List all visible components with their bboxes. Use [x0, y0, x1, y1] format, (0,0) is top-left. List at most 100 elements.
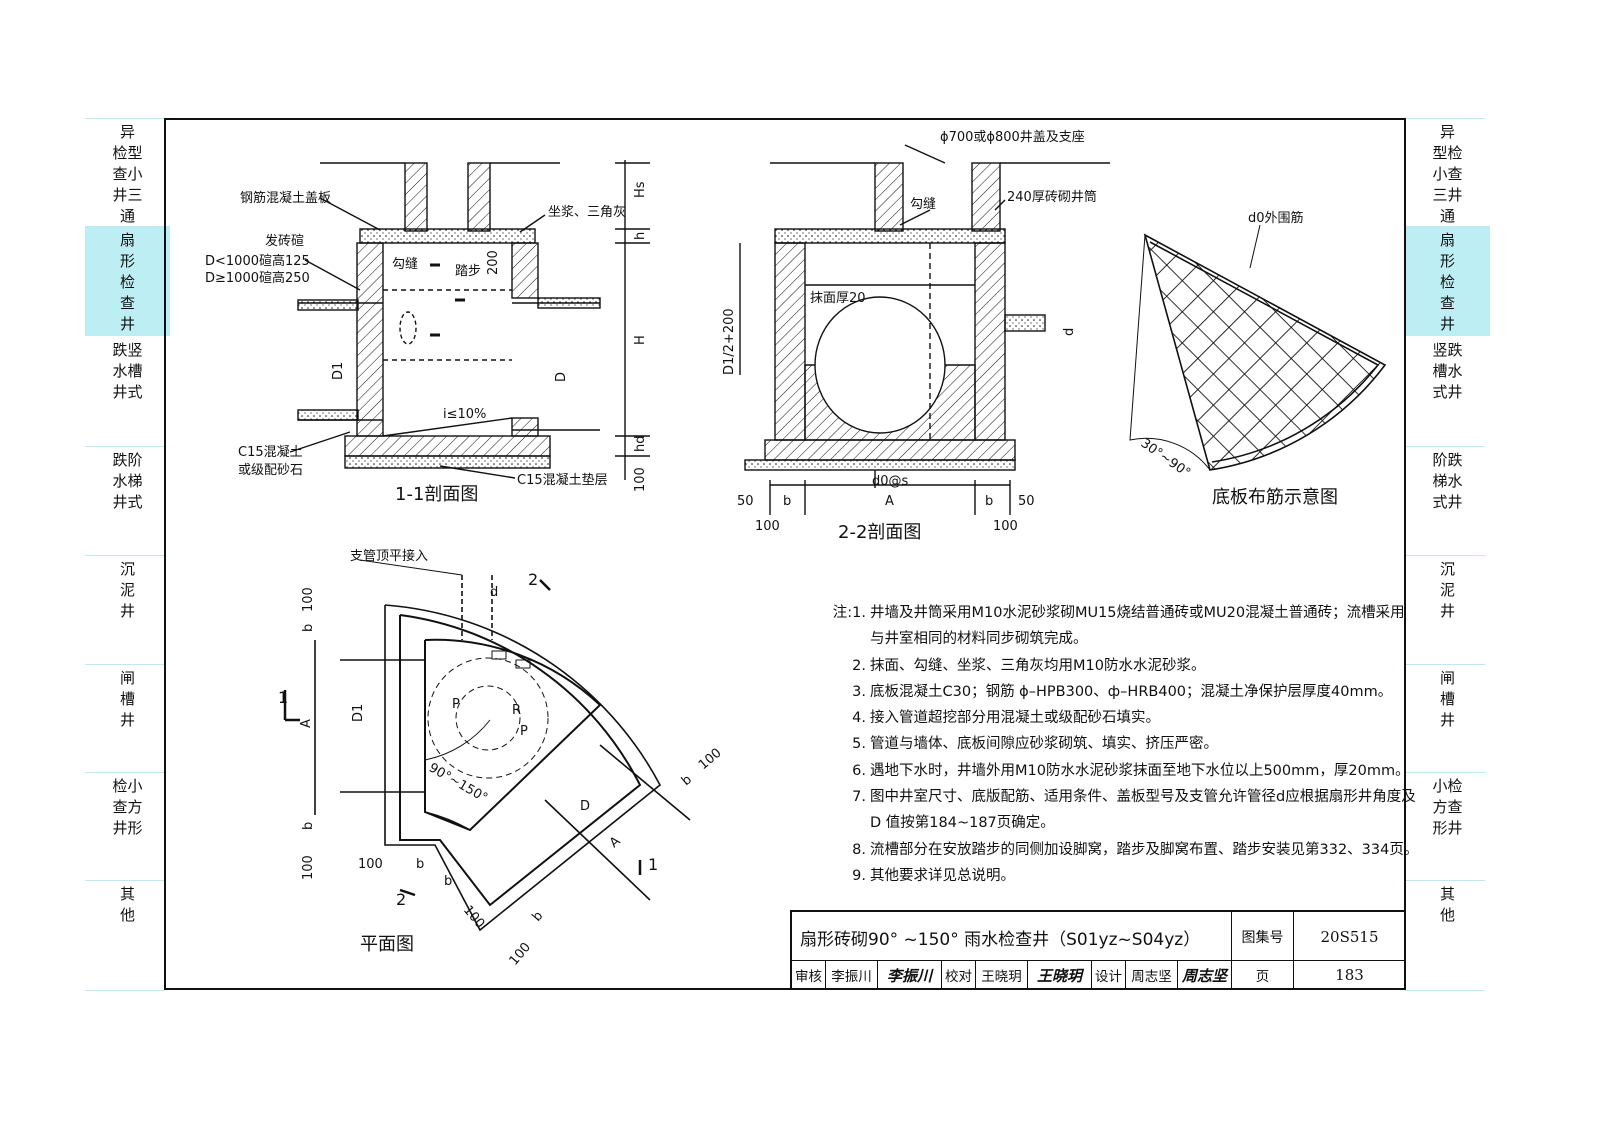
- plan-dim-100-top: 100: [301, 587, 316, 612]
- plan-dim-100-bottom: 100: [301, 855, 316, 880]
- cover-label: ϕ700或ϕ800井盖及支座: [940, 130, 1085, 145]
- nav-item-label: 梯水: [1432, 472, 1463, 490]
- A-dim: A: [885, 494, 894, 509]
- dim-50-left: 50: [737, 494, 754, 509]
- section-1-1-labels: 钢筋混凝土盖板 坐浆、三角灰 发砖碹 D<1000碹高125 D≥1000碹高2…: [205, 181, 648, 505]
- c15-fill2-label: 或级配砂石: [238, 463, 303, 478]
- nav-divider: [1405, 446, 1485, 447]
- review-label: 审核: [792, 961, 826, 989]
- nav-item[interactable]: 扇形检查井: [1405, 226, 1490, 336]
- nav-item[interactable]: 阶跌梯水式井: [1405, 446, 1490, 555]
- brick-cap-label: 发砖碹: [265, 233, 304, 249]
- nav-divider: [1405, 555, 1485, 556]
- nav-divider: [85, 446, 165, 447]
- checker-name: 王晓玥: [976, 961, 1028, 989]
- cap-small-label: D<1000碹高125: [205, 253, 310, 269]
- nav-item[interactable]: 沉泥井: [85, 555, 170, 664]
- dim-100: 100: [633, 467, 648, 492]
- nav-item-label: 井: [119, 602, 135, 620]
- plaster-label: 抹面厚20: [810, 291, 866, 306]
- nav-item-label: 井: [119, 315, 135, 333]
- nav-item-label: 井式: [112, 493, 143, 511]
- checker-signature: 王晓玥: [1028, 961, 1092, 989]
- note-text: 抹面、勾缝、坐浆、三角灰均用M10防水水泥砂浆。: [870, 657, 1206, 674]
- nav-item-label: 检: [119, 273, 135, 291]
- nav-item-label: 沉: [1439, 560, 1455, 578]
- nav-item-label: 闸: [119, 669, 135, 687]
- hd-dim: hd: [633, 436, 648, 453]
- rebar-plan-title: 底板布筋示意图: [1212, 487, 1338, 508]
- D1-dim: D1: [331, 362, 346, 380]
- plan-b-b2: b: [444, 874, 452, 889]
- nav-divider: [1405, 118, 1485, 119]
- plan-b-b3: b: [530, 909, 547, 925]
- plan-100-left: 100: [358, 857, 383, 872]
- note-text: 图中井室尺寸、底版配筋、适用条件、盖板型号及支管允许管径d应根据扇形井角度及: [870, 789, 1416, 806]
- nav-item-label: 他: [119, 906, 135, 924]
- nav-item-label: 泥: [119, 581, 135, 599]
- plan-b-bl: b: [416, 857, 424, 872]
- nav-divider: [1405, 664, 1485, 665]
- nav-item[interactable]: 异检型查小井三通: [85, 118, 170, 226]
- section-1-1: [289, 160, 650, 480]
- nav-item[interactable]: 其他: [1405, 880, 1490, 990]
- nav-item-label: 水梯: [112, 472, 143, 490]
- nav-item-label: 槽: [119, 690, 135, 708]
- nav-divider: [1405, 880, 1485, 881]
- atlas-label: 图集号: [1232, 912, 1294, 962]
- plan-d-dim: d: [490, 585, 498, 600]
- D-dim: D: [554, 372, 569, 382]
- nav-item-label: 跌阶: [112, 451, 143, 469]
- nav-divider: [1405, 226, 1485, 227]
- plan-section-2-top: 2: [528, 570, 538, 589]
- nav-item-label: 井式: [112, 383, 143, 401]
- nav-divider: [85, 990, 165, 991]
- nav-item-label: 异: [119, 123, 135, 141]
- nav-item-label: 其: [1439, 885, 1455, 903]
- nav-item[interactable]: 检小查方井形: [85, 772, 170, 880]
- nav-item-label: 通: [1439, 207, 1455, 225]
- nav-item-label: 式井: [1432, 383, 1463, 401]
- note-row: 7.图中井室尺寸、底版配筋、适用条件、盖板型号及支管允许管径d应根据扇形井角度及: [818, 784, 1416, 810]
- nav-item[interactable]: 其他: [85, 880, 170, 990]
- nav-item-label: 他: [1439, 906, 1455, 924]
- nav-item[interactable]: 沉泥井: [1405, 555, 1490, 664]
- designer-name: 周志坚: [1126, 961, 1178, 989]
- nav-item[interactable]: 闸槽井: [1405, 664, 1490, 772]
- note-text: 管道与墙体、底板间隙应砂浆砌筑、填实、挤压严密。: [870, 736, 1218, 753]
- d1half-dim: D1/2+200: [722, 308, 737, 375]
- nav-item-label: 查方: [112, 798, 143, 816]
- nav-divider: [85, 664, 165, 665]
- note-text: D 值按第184~187页确定。: [870, 815, 1055, 832]
- nav-item-label: 井: [1439, 602, 1455, 620]
- nav-item-label: 查: [1439, 294, 1455, 312]
- plan-P-left: P: [452, 697, 460, 712]
- step-label: 踏步: [455, 264, 481, 279]
- hs-dim: Hs: [633, 181, 648, 198]
- note-row: 2.抹面、勾缝、坐浆、三角灰均用M10防水水泥砂浆。: [818, 653, 1398, 679]
- nav-item[interactable]: 异型检小查三井通: [1405, 118, 1490, 226]
- mortar-label: 坐浆、三角灰: [548, 205, 626, 220]
- ring-label: d0外围筋: [1248, 210, 1304, 226]
- note-row: 4.接入管道超挖部分用混凝土或级配砂石填实。: [818, 705, 1398, 731]
- note-row: 3.底板混凝土C30；钢筋 ϕ–HPB300、ф–HRB400；混凝土净保护层厚…: [818, 679, 1398, 705]
- reviewer-signature: 李振川: [878, 961, 942, 989]
- nav-item[interactable]: 跌竖水槽井式: [85, 336, 170, 446]
- nav-item-label: 检: [1439, 273, 1455, 291]
- nav-item[interactable]: 跌阶水梯井式: [85, 446, 170, 555]
- plan-100-right: 100: [696, 746, 725, 773]
- nav-divider: [1405, 990, 1485, 991]
- plan-angle: 90°~150°: [426, 760, 490, 806]
- designer-signature: 周志坚: [1178, 961, 1232, 989]
- nav-item-label: 井形: [112, 819, 143, 837]
- nav-item[interactable]: 小检方查形井: [1405, 772, 1490, 880]
- nav-item[interactable]: 扇形检查井: [85, 226, 170, 336]
- note-row: 5.管道与墙体、底板间隙应砂浆砌筑、填实、挤压严密。: [818, 731, 1398, 757]
- nav-item-label: 小检: [1432, 777, 1463, 795]
- note-row: 6.遇地下水时，井墙外用M10防水水泥砂浆抹面至地下水位以上500mm，厚20m…: [818, 758, 1409, 784]
- plan-b-bottom: b: [301, 822, 316, 830]
- nav-item-label: 水槽: [112, 362, 143, 380]
- note-text: 底板混凝土C30；钢筋 ϕ–HPB300、ф–HRB400；混凝土净保护层厚度4…: [870, 683, 1393, 700]
- nav-item[interactable]: 闸槽井: [85, 664, 170, 772]
- nav-item[interactable]: 竖跌槽水式井: [1405, 336, 1490, 446]
